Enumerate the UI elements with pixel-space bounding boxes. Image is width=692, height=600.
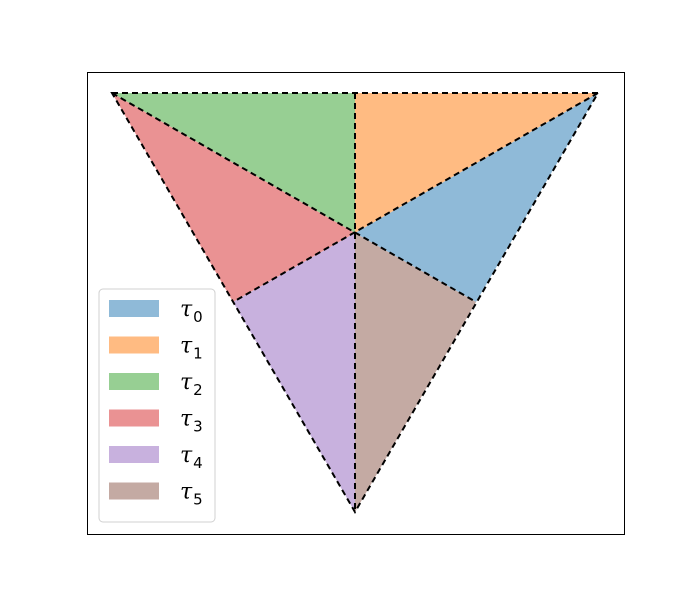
legend-label-tau1: τ1: [180, 334, 203, 363]
region-tau3: [112, 93, 355, 302]
legend-swatch-tau2: [109, 373, 159, 390]
region-tau5: [355, 233, 476, 512]
dashed-lines: [110, 92, 600, 514]
legend-label-tau2: τ2: [180, 370, 203, 399]
legend-swatch-tau4: [109, 446, 159, 463]
legend-swatch-tau1: [109, 336, 159, 354]
legend-swatch-tau5: [109, 482, 159, 500]
legend: τ0 τ1 τ2 τ3 τ4 τ5: [98, 288, 216, 523]
legend-swatch-tau0: [109, 300, 159, 317]
region-tau4: [233, 233, 355, 512]
legend-swatch-tau3: [109, 409, 159, 427]
median-line-right: [232, 92, 599, 303]
region-tau0: [355, 93, 598, 302]
legend-label-tau4: τ4: [180, 443, 203, 472]
legend-label-tau3: τ3: [180, 407, 203, 436]
legend-label-tau5: τ5: [180, 480, 203, 509]
legend-label-tau0: τ0: [180, 297, 203, 326]
